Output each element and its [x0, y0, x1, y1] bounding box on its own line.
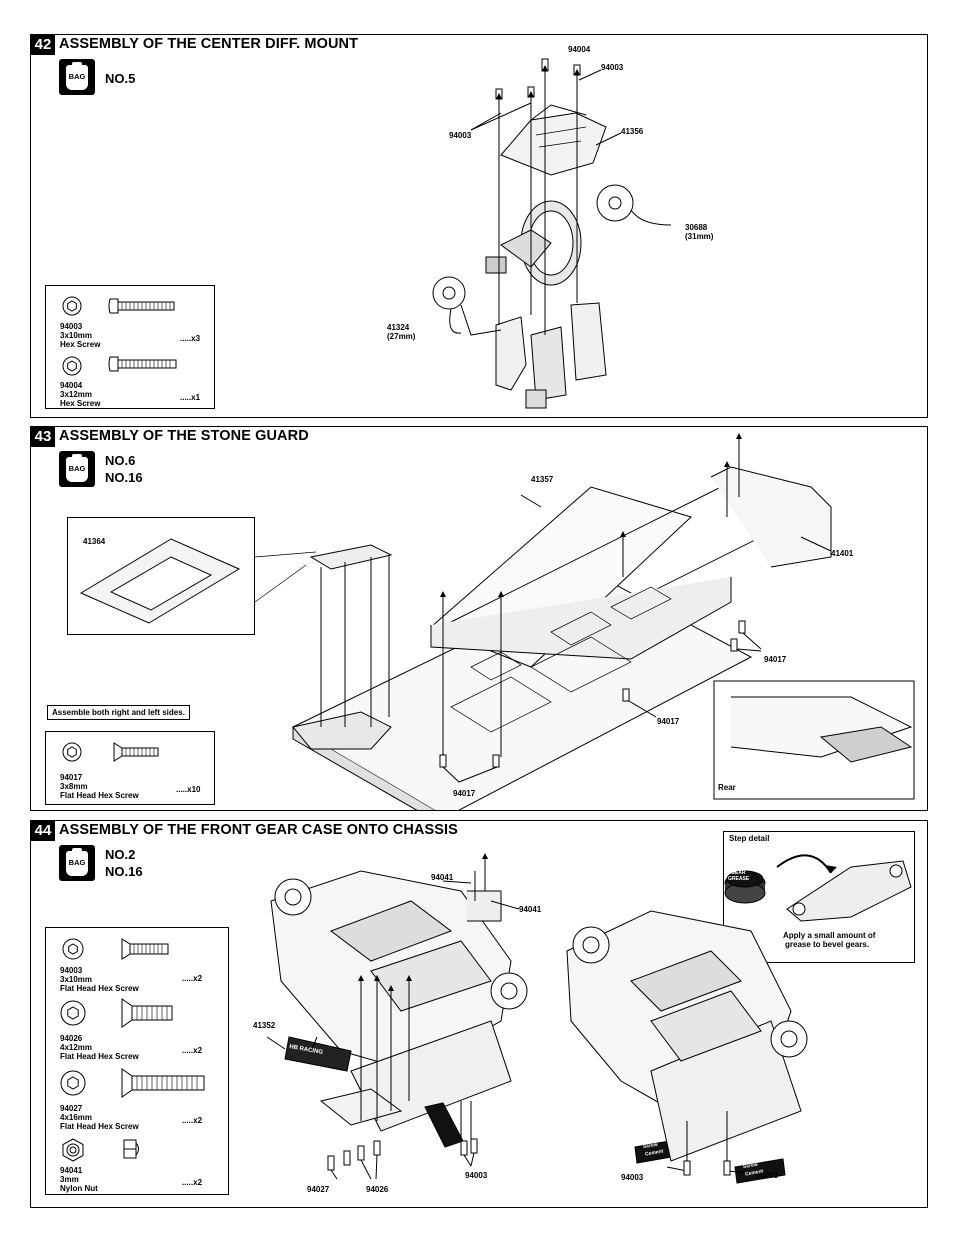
- part-label: (27mm): [387, 332, 416, 341]
- bag-icon: BAG: [59, 59, 95, 95]
- hex-socket-icon: [62, 296, 82, 316]
- part-label: 94017: [764, 655, 787, 664]
- screw-icon: [108, 298, 175, 314]
- part-label: 41356: [621, 127, 644, 136]
- front-gear-case-illustration: [266, 853, 912, 1184]
- step-title: ASSEMBLY OF THE CENTER DIFF. MOUNT: [59, 36, 359, 52]
- bag-number: NO.6: [105, 453, 136, 468]
- part-code: 94041: [60, 1166, 83, 1175]
- step-detail-title: Step detail: [729, 834, 770, 843]
- part-label: 94017: [657, 717, 680, 726]
- chassis-illustration: [79, 433, 915, 810]
- step-number: 44: [31, 821, 55, 841]
- flat-head-screw-icon: [113, 742, 159, 762]
- part-label: 94004: [568, 45, 591, 54]
- step-number: 42: [31, 35, 55, 55]
- part-desc: Flat Head Hex Screw: [60, 1122, 139, 1131]
- grease-jar-label: GEAR: [731, 870, 746, 876]
- part-label: 94003: [621, 1173, 644, 1182]
- part-label: 94003: [601, 63, 624, 72]
- part-size: 3x10mm: [60, 975, 93, 984]
- part-qty: .....x1: [180, 393, 201, 402]
- part-label: 94041: [431, 873, 454, 882]
- step-title: ASSEMBLY OF THE FRONT GEAR CASE ONTO CHA…: [59, 822, 458, 838]
- part-code: 94027: [60, 1104, 83, 1113]
- part-label: 30688: [685, 223, 708, 232]
- part-size: 4x16mm: [60, 1113, 93, 1122]
- parts-box: 94003 3x10mm Hex Screw .....x3 94004 3x1…: [45, 285, 215, 409]
- part-size: 3x8mm: [60, 782, 88, 791]
- hex-socket-icon: [62, 356, 82, 376]
- part-desc: Flat Head Hex Screw: [60, 1052, 139, 1061]
- flat-head-screw-icon: [121, 998, 173, 1028]
- step-title: ASSEMBLY OF THE STONE GUARD: [59, 428, 309, 444]
- parts-box: 94017 3x8mm Flat Head Hex Screw .....x10: [45, 731, 215, 805]
- part-size: 3x12mm: [60, 390, 93, 399]
- hex-socket-icon: [60, 1000, 86, 1026]
- part-desc: Nylon Nut: [60, 1184, 98, 1193]
- step-detail-note: Apply a small amount of: [783, 931, 876, 940]
- part-label: 94027: [307, 1185, 330, 1194]
- part-size: 3mm: [60, 1175, 79, 1184]
- rear-label: Rear: [718, 783, 736, 792]
- bag-number: NO.16: [105, 470, 143, 485]
- part-label: 41352: [253, 1021, 276, 1030]
- step-43-panel: 43 ASSEMBLY OF THE STONE GUARD BAG NO.6 …: [30, 426, 928, 811]
- flat-head-screw-icon: [121, 938, 169, 960]
- part-label: 41364: [83, 537, 106, 546]
- hex-socket-icon: [62, 742, 82, 762]
- part-code: 94003: [60, 966, 83, 975]
- part-qty: .....x2: [182, 1116, 203, 1125]
- step-detail-note: grease to bevel gears.: [785, 940, 870, 949]
- bag-icon: BAG: [59, 845, 95, 881]
- part-size: 3x10mm: [60, 331, 93, 340]
- nylon-nut-side-icon: [123, 1139, 139, 1159]
- part-label: 94003: [449, 131, 472, 140]
- part-label: 41324: [387, 323, 410, 332]
- part-label: 41357: [531, 475, 554, 484]
- step-number: 43: [31, 427, 55, 447]
- part-qty: .....x2: [182, 974, 203, 983]
- part-label: 94041: [519, 905, 542, 914]
- grease-jar-label: GREASE: [728, 876, 750, 882]
- bag-number: NO.5: [105, 71, 136, 86]
- part-desc: Flat Head Hex Screw: [60, 984, 139, 993]
- part-qty: .....x10: [176, 785, 201, 794]
- part-desc: Hex Screw: [60, 399, 101, 408]
- part-label: 94003: [756, 1171, 779, 1180]
- nylon-nut-icon: [62, 1138, 84, 1162]
- flat-head-screw-icon: [121, 1068, 205, 1098]
- hex-socket-icon: [60, 1070, 86, 1096]
- part-label: 94017: [453, 789, 476, 798]
- part-code: 94003: [60, 322, 83, 331]
- part-code: 94026: [60, 1034, 83, 1043]
- part-label: 94003: [465, 1171, 488, 1180]
- part-qty: .....x2: [182, 1046, 203, 1055]
- part-desc: Flat Head Hex Screw: [60, 791, 139, 800]
- parts-box: 94003 3x10mm Flat Head Hex Screw .....x2…: [45, 927, 229, 1195]
- step-42-panel: 42 ASSEMBLY OF THE CENTER DIFF. MOUNT BA…: [30, 34, 928, 418]
- center-diff-mount-illustration: [432, 58, 672, 409]
- hex-socket-icon: [62, 938, 84, 960]
- part-code: 94017: [60, 773, 83, 782]
- screw-icon: [108, 356, 177, 372]
- part-qty: .....x3: [180, 334, 201, 343]
- assembly-note: Assemble both right and left sides.: [47, 705, 190, 720]
- bag-number: NO.16: [105, 864, 143, 879]
- bag-number: NO.2: [105, 847, 136, 862]
- part-code: 94004: [60, 381, 83, 390]
- bag-icon: BAG: [59, 451, 95, 487]
- part-size: 4x12mm: [60, 1043, 93, 1052]
- part-label: (31mm): [685, 232, 714, 241]
- part-label: 41401: [831, 549, 854, 558]
- part-desc: Hex Screw: [60, 340, 101, 349]
- step-44-panel: 44 ASSEMBLY OF THE FRONT GEAR CASE ONTO …: [30, 820, 928, 1208]
- part-qty: .....x2: [182, 1178, 203, 1187]
- part-label: 94026: [366, 1185, 389, 1194]
